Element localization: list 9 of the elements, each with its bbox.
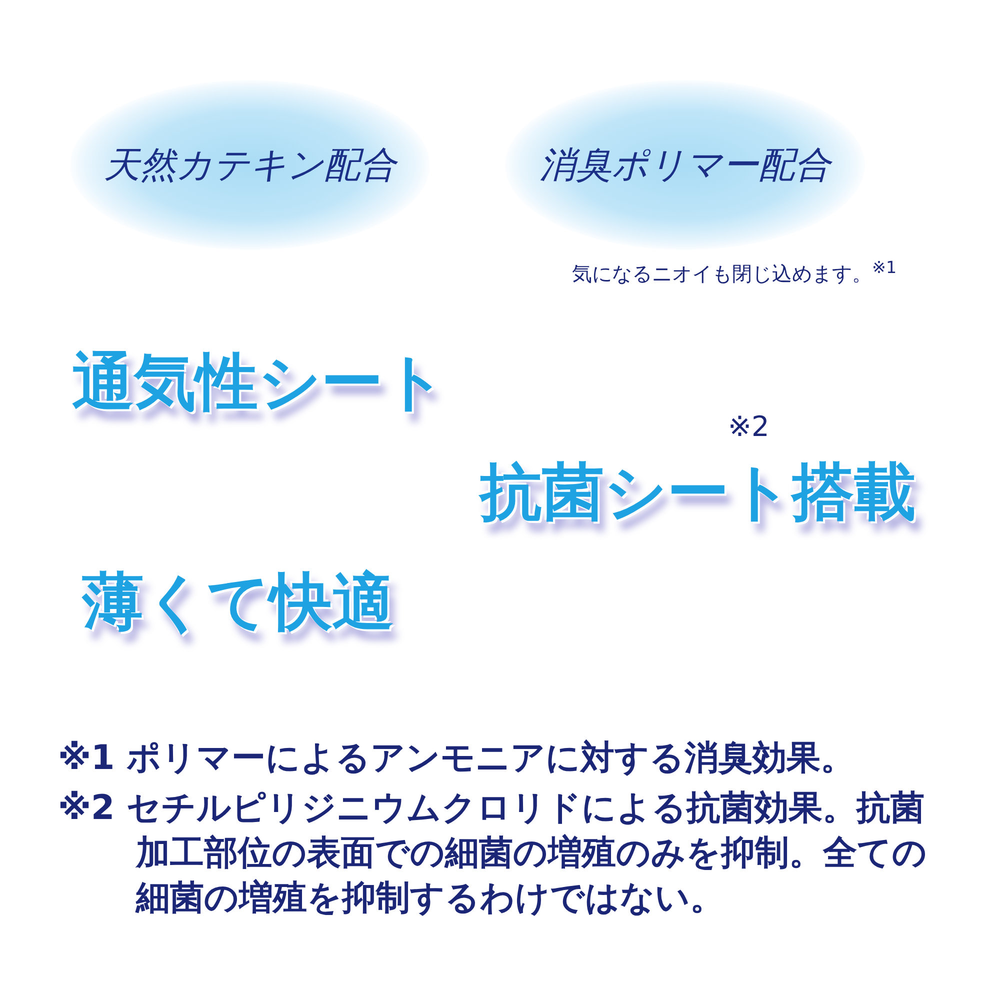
note-text: 気になるニオイも閉じ込めます。$^{※1}$ — [572, 258, 897, 288]
feature-heading: 薄くて快適 — [82, 564, 394, 640]
badge-text: 消臭ポリマー配合 — [540, 144, 830, 188]
footnote-mark: ※2 — [728, 410, 770, 443]
footnote: ※1 ポリマーによるアンモニアに対する消臭効果。 — [58, 737, 856, 780]
badge-text: 天然カテキン配合 — [104, 144, 396, 188]
feature-heading: 通気性シート — [72, 344, 446, 420]
feature-heading: 抗菌シート搭載 — [480, 454, 916, 530]
footnote: ※2 セチルピリジニウムクロリドによる抗菌効果。抗菌加工部位の表面での細菌の増殖のみを抑制。全ての細菌の増殖を抑制するわけではない。 — [58, 787, 928, 920]
